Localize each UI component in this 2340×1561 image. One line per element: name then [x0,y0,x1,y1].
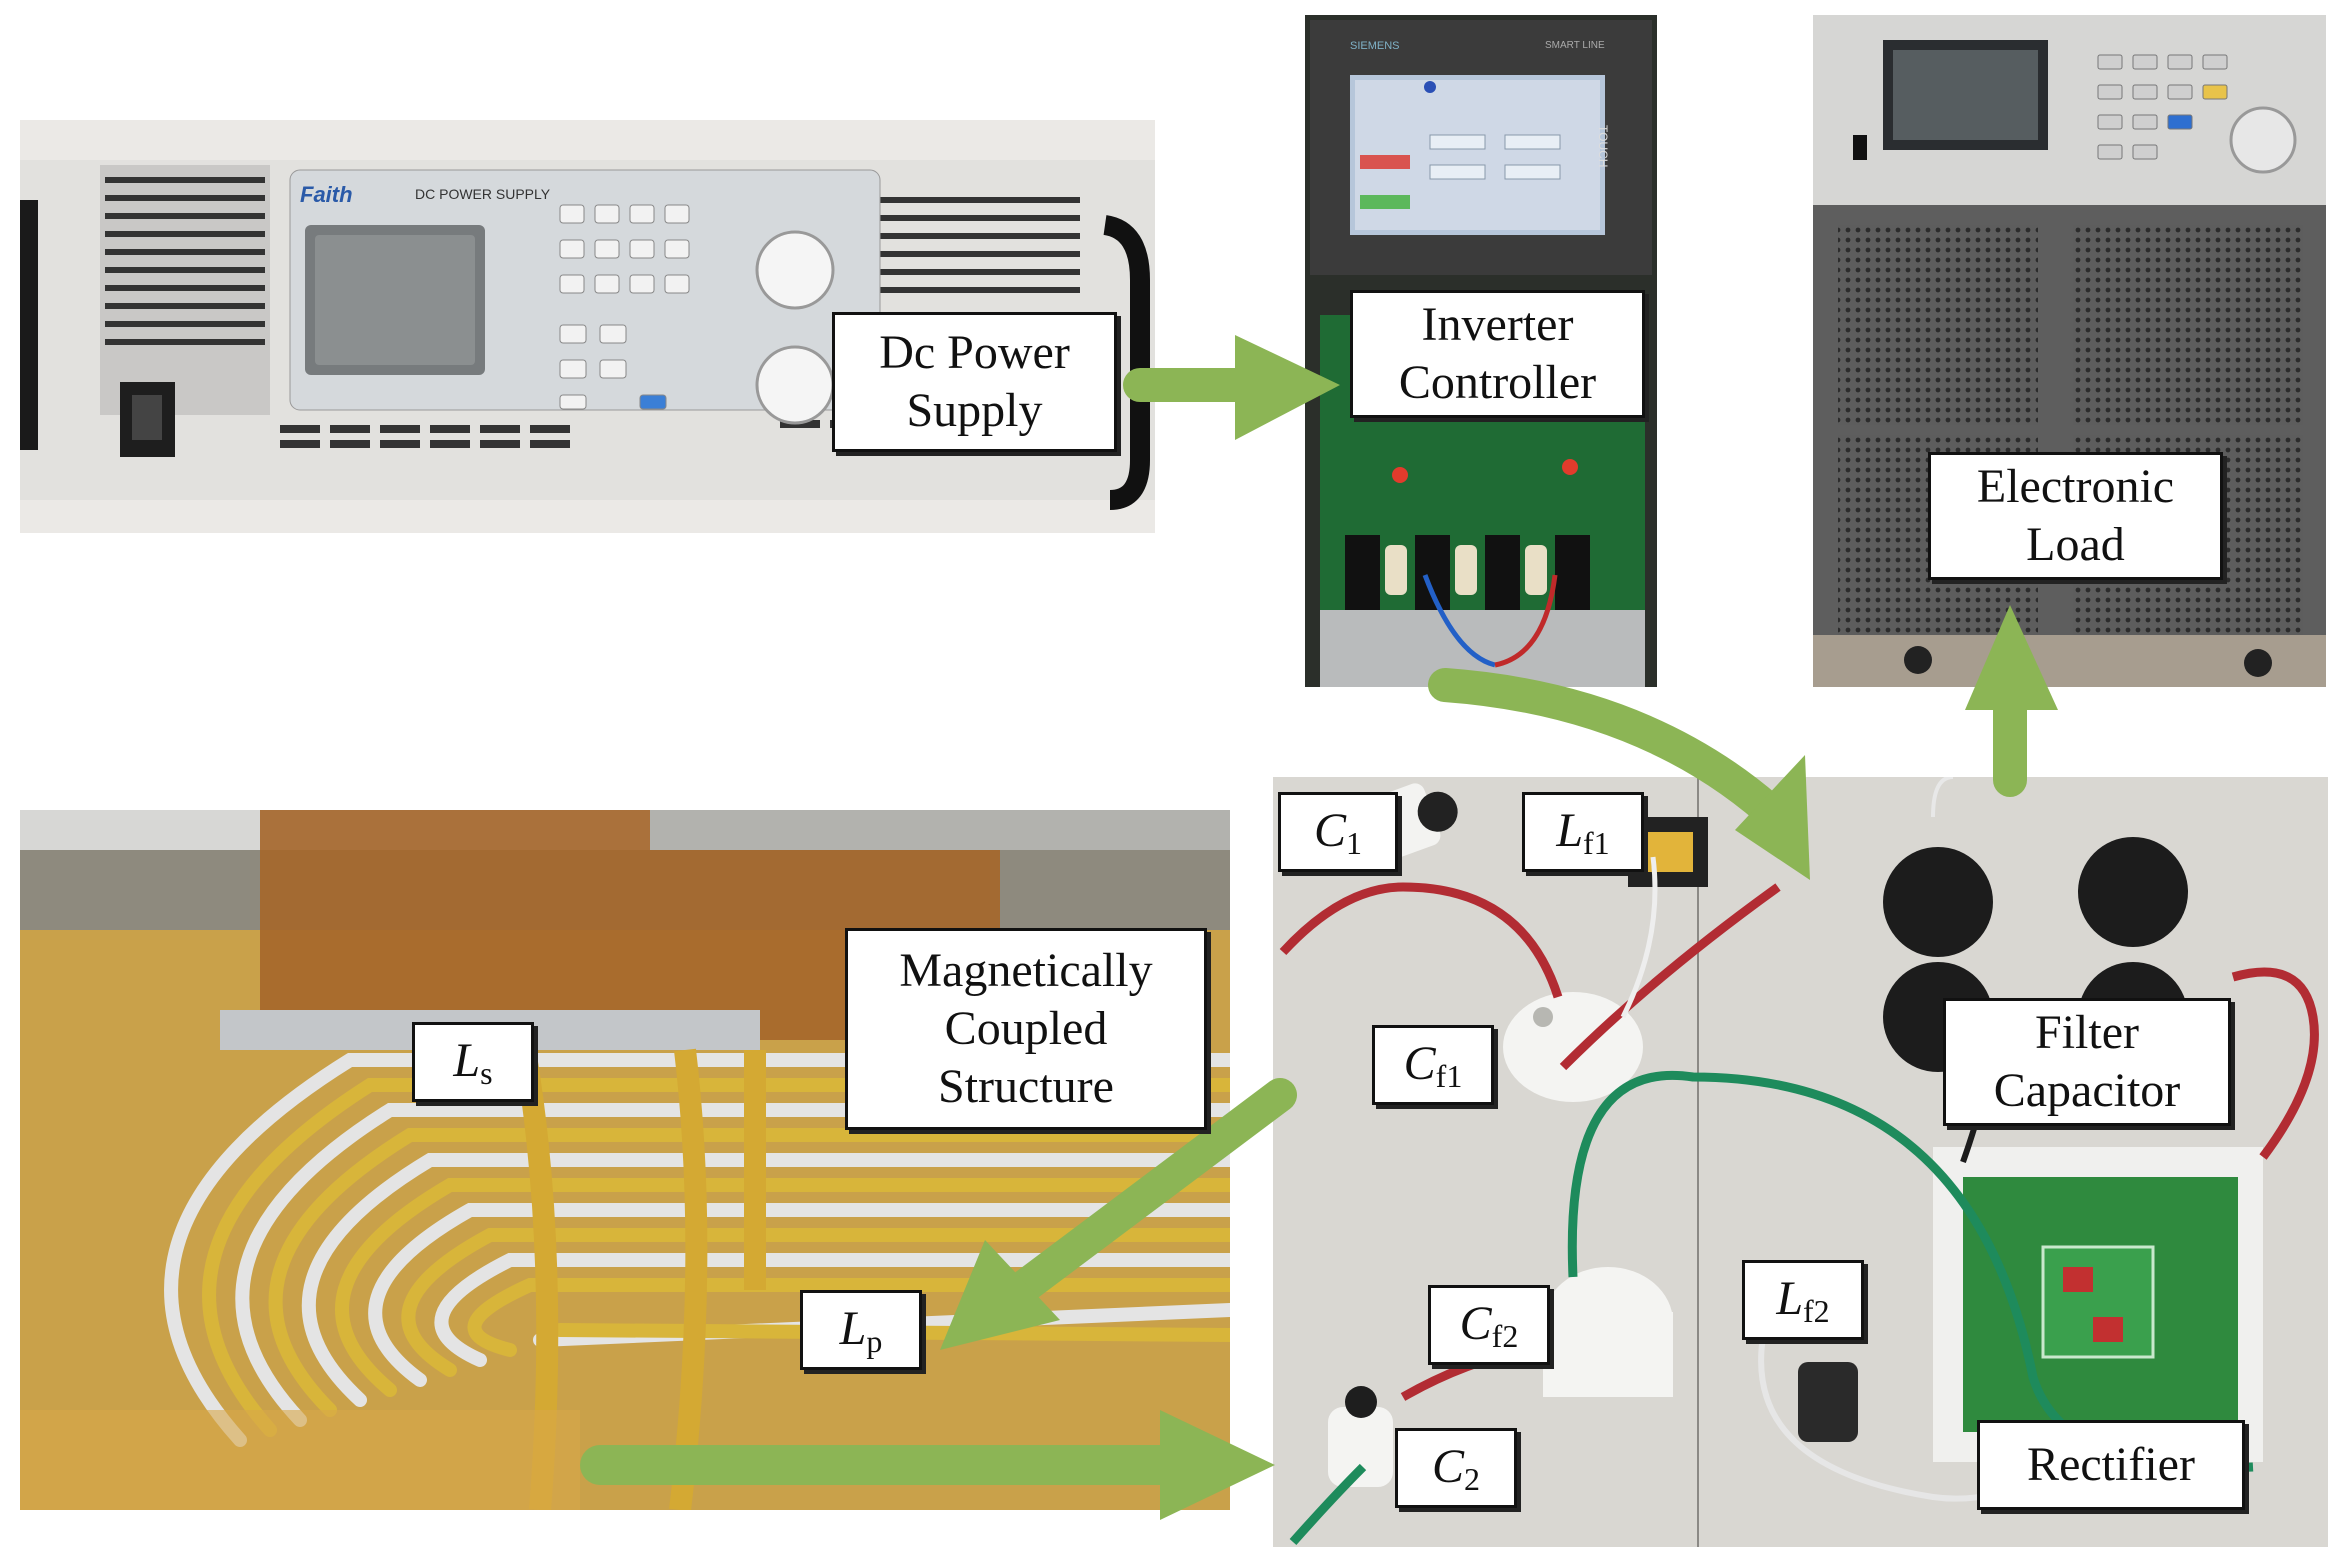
inverter-brand: SIEMENS [1350,40,1400,52]
lf2-symbol: L [1776,1271,1804,1325]
label-inverter-line-1: Inverter [1421,298,1574,351]
label-mcs-line-1: Magnetically [899,944,1153,997]
arrow-inverter-to-circuit-head [1735,755,1810,880]
label-filter-line-1: Filter [2035,1006,2139,1059]
ls-subscript: s [480,1054,493,1091]
lf1-subscript: f1 [1583,824,1610,861]
cf2-symbol: C [1459,1296,1492,1350]
coupler-photo [20,810,1230,1510]
c2-symbol: C [1431,1439,1464,1493]
cf2-subscript: f2 [1491,1317,1519,1354]
label-dc-line-2: Supply [906,384,1043,437]
label-c2: C2 [1395,1428,1517,1508]
lf2-subscript: f2 [1803,1292,1830,1329]
label-lf2: Lf2 [1742,1260,1864,1340]
coupler-drawing [20,810,1230,1510]
label-mcs-line-2: Coupled [944,1002,1108,1055]
arrow-dc-to-inverter-head [1235,335,1340,440]
label-lf1: Lf1 [1522,792,1644,872]
label-load-line-1: Electronic [1976,460,2175,513]
cf1-subscript: f1 [1435,1057,1463,1094]
lp-subscript: p [866,1322,883,1359]
label-rectifier-text: Rectifier [2027,1438,2195,1491]
arrow-cf1-to-lp [1003,1078,1297,1307]
arrow-cf1-to-lp-head [940,1240,1060,1350]
circuit-drawing [1273,777,2328,1547]
label-inverter-line-2: Controller [1398,356,1597,409]
dc-power-supply-brand: Faith [300,182,353,207]
dc-power-supply-panel-text: DC POWER SUPPLY [415,186,551,202]
label-mcs-line-3: Structure [938,1060,1114,1113]
c1-symbol: C [1313,803,1346,857]
label-cf1: Cf1 [1372,1025,1494,1105]
arrow-inverter-to-circuit [1428,668,1797,837]
cf1-symbol: C [1403,1036,1436,1090]
label-rectifier: Rectifier [1977,1420,2245,1510]
label-filter-line-2: Capacitor [1993,1064,2181,1117]
label-dc-line-1: Dc Power [879,326,1070,379]
arrow-coupler-to-c2-head [1160,1410,1275,1520]
label-ls: Ls [412,1022,534,1102]
lp-symbol: L [839,1301,867,1355]
c1-subscript: 1 [1346,824,1362,861]
circuit-photo [1273,777,2328,1547]
label-c1: C1 [1278,792,1398,872]
label-load-line-2: Load [2026,518,2125,571]
c2-subscript: 2 [1464,1460,1480,1497]
label-lp: Lp [800,1290,922,1370]
inverter-panel-text: SMART LINE [1545,40,1605,51]
arrow-rectifier-to-load-head [1965,605,2058,710]
ls-symbol: L [453,1033,481,1087]
lf1-symbol: L [1556,803,1584,857]
label-cf2: Cf2 [1428,1285,1550,1365]
